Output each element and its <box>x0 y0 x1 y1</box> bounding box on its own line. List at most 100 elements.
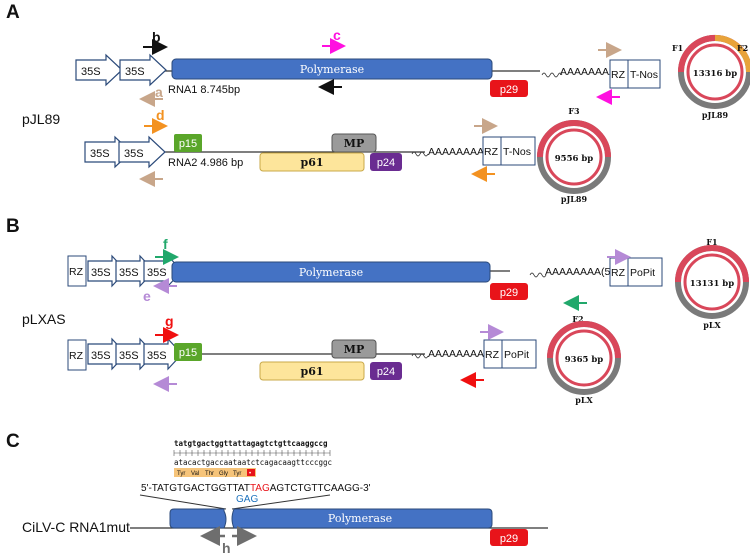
promoter-label: 35S <box>119 267 139 279</box>
rna1mut-construct: Polymerase p29 h <box>130 508 548 556</box>
primer-label-d: d <box>156 107 165 123</box>
gene-p61 <box>259 361 365 381</box>
panel-letter-a: A <box>6 2 20 23</box>
fragment-label-f2: F2 <box>737 43 748 53</box>
stop-codon-marker <box>247 469 255 476</box>
mutated-sequence: 5'-TATGTGACTGGTTATTAGAGTCTGTTCAAGG-3' <box>141 483 371 494</box>
gene-polymerase-label: Polymerase <box>300 63 364 76</box>
promoter-label: 35S <box>81 66 101 78</box>
gene-p29 <box>490 80 528 97</box>
terminator-box <box>627 257 663 287</box>
gene-p24 <box>370 362 402 380</box>
promoter-label: 35S <box>90 148 110 160</box>
promoter-label: 35S <box>125 66 145 78</box>
gene-p24-label: p24 <box>377 157 395 169</box>
plasmid-name-label: pJL89 <box>561 194 588 204</box>
panel-b: B pLXAS RZ 35S 35S 35S Polymerase p29 AA… <box>6 216 749 405</box>
polya-squiggle <box>411 151 429 157</box>
plasmid-size-label: 13131 bp <box>690 279 734 289</box>
primer-label-h: h <box>222 540 231 556</box>
zoom-line-left <box>139 494 227 510</box>
gene-polymerase-segment-1 <box>169 508 227 529</box>
plasmid-plx-rna1: 13131 bp pLX F1 F2 <box>572 237 749 330</box>
gene-p15 <box>174 343 202 361</box>
plxas-rna2-construct: RZ 35S 35S 35S p15 MP p61 p24 AAAAAAAA(5… <box>67 313 537 392</box>
plasmid-size-label: 13316 bp <box>693 69 737 79</box>
promoter-label: 35S <box>147 267 167 279</box>
rna2-length-label: RNA2 4.986 bp <box>168 157 243 169</box>
primer-label-c: c <box>333 27 341 43</box>
sequence-detail: tatgtgactggttattagagtctgttcaaggccg ataca… <box>141 439 371 505</box>
sequence-prefix: 5'-TATGTGACTGGTTAT <box>141 483 250 494</box>
gene-p24-label: p24 <box>377 366 395 378</box>
amino-acid: • <box>249 471 251 477</box>
promoter-35s-2 <box>118 135 166 169</box>
primer-label-g: g <box>165 313 174 329</box>
promoter-label: 35S <box>91 267 111 279</box>
polya-squiggle <box>541 72 563 78</box>
primer-label-a: a <box>155 84 163 100</box>
gene-mp-label: MP <box>344 137 364 150</box>
sequence-top-strand: tatgtgactggttattagagtctgttcaaggccg <box>174 439 328 448</box>
promoter-label: 35S <box>91 350 111 362</box>
plasmid-name-label: pLX <box>703 320 721 330</box>
gene-p61-label: p61 <box>301 156 324 169</box>
rna1-length-label: RNA1 8.745bp <box>168 84 240 96</box>
gene-p15-label: p15 <box>179 347 197 359</box>
plasmid-plx-rna2: 9365 bp pLX <box>547 321 621 405</box>
primer-label-e: e <box>143 288 151 304</box>
promoter-35s-1 <box>75 53 123 87</box>
plasmid-size-label: 9556 bp <box>555 154 594 164</box>
sequence-bottom-strand: atacactgaccaataatctcagacaagttcccggc <box>174 458 332 467</box>
primer-label-b: b <box>152 29 161 45</box>
zoom-line-right <box>231 494 331 510</box>
pjl89-rna1-construct: 35S 35S Polymerase p29 RNA1 8.745bp AAAA… <box>75 27 661 107</box>
amino-acid: Gly <box>219 471 228 477</box>
promoter-35s-2 <box>119 53 167 87</box>
polya-label: AAAAAAAA(50) <box>545 266 620 278</box>
mutation-label: GAG <box>236 494 258 505</box>
fragment-label-f3: F3 <box>568 106 580 116</box>
construct-name-plxas: pLXAS <box>22 311 66 327</box>
plasmid-name-label: pJL89 <box>702 110 729 120</box>
terminator-label: T-Nos <box>503 146 531 158</box>
terminator-box <box>627 59 661 89</box>
construct-name-cilv-c-rna1mut: CiLV-C RNA1mut <box>22 519 130 535</box>
panel-a: A pJL89 35S 35S Polymerase p29 RNA1 8.74… <box>6 2 750 204</box>
terminator-label: PoPit <box>630 267 655 279</box>
gene-p29 <box>490 529 528 546</box>
gene-p29 <box>490 283 528 300</box>
terminator-label: PoPit <box>504 349 529 361</box>
gene-p29-label: p29 <box>500 287 518 299</box>
sequence-ruler <box>173 450 331 456</box>
plasmid-pjl89-rna1: 13316 bp pJL89 F1 F2 <box>672 34 750 120</box>
terminator-box <box>501 339 537 369</box>
gene-p29-label: p29 <box>500 533 518 545</box>
panel-letter-b: B <box>6 216 20 237</box>
promoter-label: 35S <box>119 350 139 362</box>
promoter-35s-3 <box>143 337 183 371</box>
fragment-label-f1: F1 <box>672 43 683 53</box>
ribozyme-left-box <box>67 339 87 371</box>
gene-polymerase-label: Polymerase <box>328 512 392 525</box>
ribozyme-label: RZ <box>611 69 626 81</box>
gene-p15 <box>174 134 202 152</box>
terminator-box <box>500 136 536 166</box>
ribozyme-label: RZ <box>485 349 500 361</box>
plasmid-pjl89-rna2: 9556 bp pJL89 F3 <box>537 106 611 204</box>
amino-acid: Tyr <box>233 471 241 477</box>
ribozyme-left-box <box>67 255 87 287</box>
translation-bar <box>174 468 256 477</box>
fragment-label-f1: F1 <box>706 237 717 247</box>
sequence-suffix: AGTCTGTTCAAGG-3' <box>270 483 371 494</box>
gene-p15-label: p15 <box>179 138 197 150</box>
panel-c: C CiLV-C RNA1mut tatgtgactggttattagagtct… <box>6 431 548 556</box>
gene-mp <box>331 133 377 153</box>
gene-mp-label: MP <box>344 343 364 356</box>
polya-squiggle <box>411 353 429 359</box>
plxas-rna1-construct: RZ 35S 35S 35S Polymerase p29 AAAAAAAA(5… <box>67 236 663 311</box>
gene-polymerase-segment-2 <box>231 508 493 529</box>
ribozyme-label: RZ <box>484 146 499 158</box>
gene-polymerase <box>171 261 491 283</box>
